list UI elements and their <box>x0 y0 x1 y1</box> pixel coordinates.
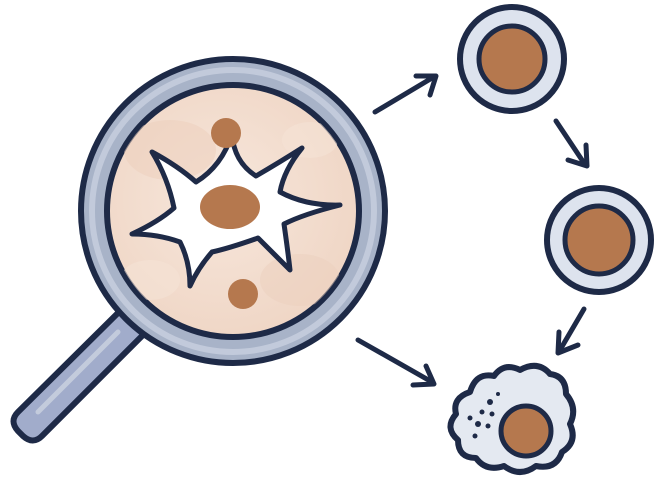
magnifying-glass-icon <box>10 56 388 444</box>
apoptotic-bodies <box>467 392 500 439</box>
round-cell-2 <box>544 185 654 295</box>
stellate-cell-nucleus <box>200 185 260 229</box>
arrow-magnifier-to-cell-1 <box>372 73 439 115</box>
arrow-cell-1-to-cell-2 <box>553 118 590 169</box>
small-nucleus-bottom <box>228 279 258 309</box>
arrow-magnifier-to-apoptotic <box>355 337 437 388</box>
magnifier-rim-highlight <box>89 67 377 355</box>
arrows <box>355 73 590 388</box>
round-cell-2-inner <box>562 203 636 277</box>
round-cell-1 <box>457 4 567 114</box>
magnifier-handle-shine <box>35 329 121 415</box>
blebbing-cell-icon <box>447 362 577 475</box>
small-nucleus-top <box>211 118 241 148</box>
round-cell-1-inner <box>476 23 548 95</box>
arrow-cell-2-to-apoptotic <box>555 306 587 356</box>
apoptotic-cell-nucleus <box>498 403 554 459</box>
